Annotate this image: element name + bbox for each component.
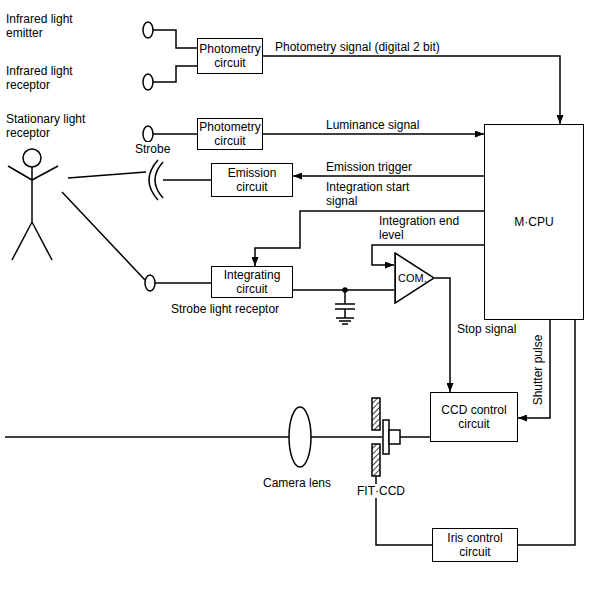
box-text: Integrating circuit [215, 268, 289, 296]
signal-line [518, 320, 575, 545]
box-text: Iris control circuit [436, 531, 514, 559]
signal-label: Luminance signal [325, 118, 420, 132]
emission-box: Emission circuit [211, 163, 293, 197]
box-text: Photometry circuit [199, 42, 260, 70]
ccd-control-box: CCD control circuit [430, 392, 518, 442]
person-figure [8, 149, 58, 260]
part-label: FIT·CCD [356, 484, 406, 498]
cpu-box: M·CPU [484, 124, 584, 320]
part-label: Stationary light receptor [5, 112, 95, 140]
signal-label: Integration end level [378, 214, 482, 242]
part-label: Infrared light receptor [5, 64, 95, 92]
part-label: Strobe [134, 142, 171, 156]
ccd-sensor [383, 420, 430, 454]
photometry-box: Photometry circuit [197, 118, 263, 150]
part-label: Camera lens [262, 476, 332, 490]
signal-line [518, 320, 550, 418]
capacitor-symbol [335, 288, 355, 324]
signal-label: Shutter pulse [531, 334, 545, 407]
strobe-light-receptor [145, 275, 211, 291]
signal-line [255, 211, 484, 266]
signal-line [263, 133, 484, 135]
box-text: M·CPU [514, 215, 553, 229]
signal-line [293, 175, 484, 177]
box-text: CCD control circuit [434, 403, 514, 431]
infrared-receptor [143, 66, 197, 90]
signal-label: Integration start signal [325, 180, 435, 208]
part-label: Infrared light emitter [5, 12, 95, 40]
iris-control-box: Iris control circuit [432, 528, 518, 562]
box-text: Emission circuit [215, 166, 289, 194]
iris-plates [372, 398, 432, 545]
photometry-box: Photometry circuit [197, 38, 263, 74]
comparator-triangle: COM. [394, 252, 435, 304]
signal-label: Emission trigger [325, 160, 413, 174]
part-label: Strobe light receptor [170, 302, 280, 316]
signal-line [293, 289, 394, 291]
signal-label: Stop signal [456, 322, 517, 336]
camera-lens [5, 407, 382, 467]
signal-line [263, 56, 560, 124]
infrared-emitter [143, 22, 197, 48]
signal-line [435, 278, 450, 392]
integrator-box: Integrating circuit [211, 266, 293, 298]
stationary-receptor [143, 126, 197, 142]
box-text: COM. [398, 271, 427, 285]
signal-label: Photometry signal (digital 2 bit) [274, 40, 441, 54]
box-text: Photometry circuit [199, 120, 260, 148]
signal-line [372, 245, 484, 265]
strobe-reflector [62, 160, 211, 280]
